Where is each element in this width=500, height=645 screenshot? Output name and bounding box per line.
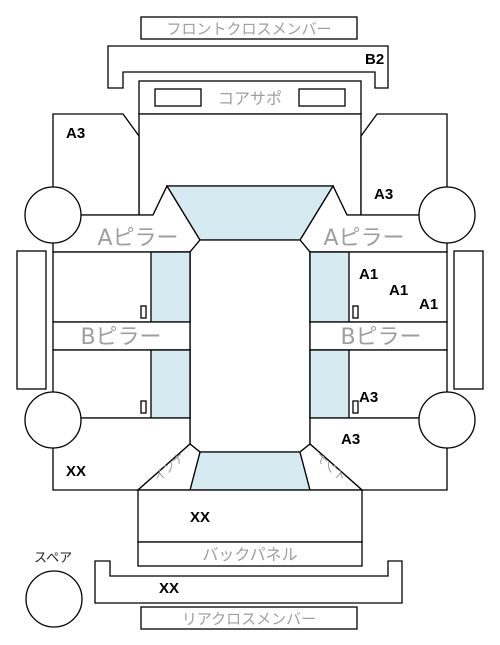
mark-xx-trunk: XX [190, 509, 210, 526]
front-bumper-outline [107, 45, 389, 89]
rear-door-glass-left [150, 349, 191, 419]
roof-panel [189, 239, 311, 453]
rear-cross-member-box [140, 606, 358, 630]
rear-door-handle-right [352, 400, 359, 414]
a-pillar-left-label: Aピラー [97, 226, 178, 251]
trunk-lid [137, 489, 363, 543]
rear-door-handle-left [140, 400, 147, 414]
front-door-handle-left [140, 305, 147, 319]
mark-a3-front-right: A3 [374, 186, 393, 203]
rear-window [189, 451, 311, 491]
side-panel-left [16, 250, 47, 390]
wheel-front-left [24, 186, 82, 244]
mark-a3-door-right: A3 [359, 389, 378, 406]
rear-bumper-outline [94, 560, 403, 604]
b-pillar-right [309, 321, 448, 351]
mark-a1-right: A1 [419, 296, 438, 313]
back-panel-label: バックパネル [202, 545, 297, 564]
mark-xx-rear-member: XX [159, 580, 179, 597]
core-support-label: コアサポ [218, 89, 282, 108]
headlight-right [298, 88, 346, 107]
rear-door-glass-right [309, 349, 350, 419]
mark-a3-front-left: A3 [66, 125, 85, 142]
rear-cross-member-label: リアクロスメンバー [182, 610, 316, 628]
front-cross-member-box [140, 16, 358, 40]
front-door-glass-left [150, 251, 191, 323]
front-door-handle-right [352, 305, 359, 319]
mark-a1-middle: A1 [389, 282, 408, 299]
wheel-rear-left [24, 391, 82, 449]
b-pillar-left [52, 321, 191, 351]
b-pillar-left-label: Bピラー [80, 325, 161, 350]
a-pillar-right-label: Aピラー [323, 226, 404, 251]
wheel-front-right [418, 186, 476, 244]
wheel-rear-right [418, 391, 476, 449]
back-panel [137, 541, 363, 567]
mark-xx-rear-left: XX [66, 463, 86, 480]
front-cross-member-label: フロントクロスメンバー [166, 20, 331, 38]
mark-b2: B2 [365, 51, 384, 68]
b-pillar-right-label: Bピラー [340, 325, 421, 350]
side-panel-right [453, 250, 484, 390]
front-door-glass-right [309, 251, 350, 323]
mark-a1-top: A1 [359, 266, 378, 283]
spare-tire [25, 570, 83, 628]
mark-a3-rear-right: A3 [341, 431, 360, 448]
headlight-left [154, 88, 202, 107]
spare-label: スペア [34, 551, 72, 566]
